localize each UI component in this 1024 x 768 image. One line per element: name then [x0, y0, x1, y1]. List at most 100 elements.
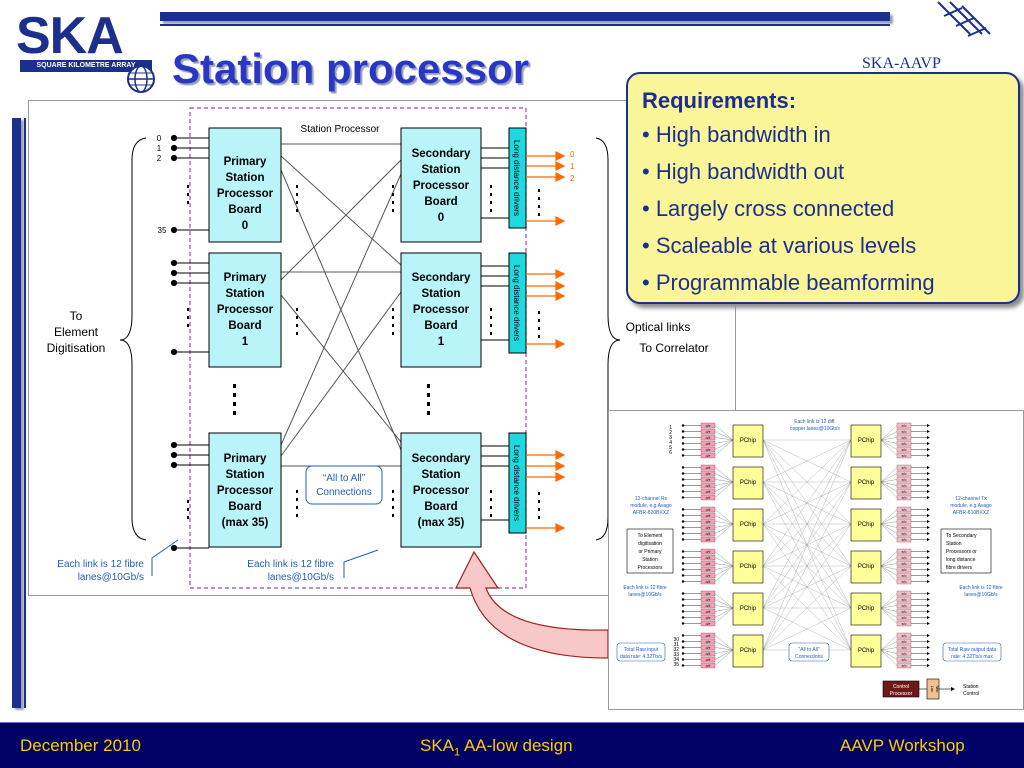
primary-board-max [208, 432, 282, 548]
input-port-label: 35 [158, 226, 167, 235]
driver-strip-0: Long distance drivers [508, 127, 527, 229]
inset-pchip [850, 424, 882, 458]
secondary-board-0-label: 0 [438, 212, 444, 224]
secondary-board-1-label: Processor [413, 304, 470, 316]
inset-rx-cell-label: o/e [706, 652, 711, 656]
all-to-all-label: “All to All” [323, 473, 365, 484]
inset-tx-link [880, 437, 898, 441]
output-port-label: 0 [570, 150, 575, 159]
inset-all-to-all-callout [788, 642, 830, 662]
inset-row-number: 6 [669, 450, 672, 456]
inset-rx-cell-label: o/e [706, 556, 711, 560]
inset-row-number: 2 [669, 430, 672, 436]
inset-note-top: Each link is 12 diff. [794, 419, 836, 425]
inset-tx-link [880, 593, 898, 609]
driver-label: Long distance drivers [512, 445, 521, 521]
left-rule-thin [24, 118, 26, 708]
right-label: Optical links [626, 320, 691, 334]
inset-tx-link [880, 607, 898, 624]
inset-rx-link [714, 605, 734, 609]
inset-note-rx: module, e.g Avago [630, 503, 672, 509]
inset-control-label: Control [893, 684, 909, 690]
inset-pchip [732, 508, 764, 542]
inset-output-arrowhead [927, 520, 930, 523]
requirement-item: • Largely cross connected [642, 196, 895, 221]
inset-output-arrowhead [927, 436, 930, 439]
inset-rx-cell-label: o/e [706, 526, 711, 530]
inset-tx-link [880, 649, 898, 660]
inset-rx-link [714, 599, 734, 609]
inset-input-dot [681, 496, 685, 499]
secondary-board-max-label: Secondary [412, 453, 471, 465]
secondary-board-1-label: Board [424, 320, 457, 332]
inset-input-dot [681, 526, 685, 529]
primary-board-0-label: 0 [242, 220, 248, 232]
inset-rx-cell-label: o/e [706, 604, 711, 608]
inset-tx-cell-label: e/o [902, 454, 907, 458]
aavp-logo-text: SKA-AAVP [862, 55, 941, 72]
secondary-board-0-label: Processor [413, 180, 470, 192]
inset-note-link-right: lanes@10Gb/s [964, 592, 998, 598]
secondary-board-1-label: Station [422, 288, 461, 300]
inset-lan-label: Ntfc [935, 685, 940, 692]
ska-logo-subtitle: SQUARE KILOMETRE ARRAY [20, 60, 152, 72]
inset-input-dot [681, 640, 685, 643]
inset-tx-cell-label: e/o [902, 574, 907, 578]
inset-pchip-label: PChip [858, 438, 875, 444]
input-port-label: 0 [157, 134, 162, 143]
inset-input-dot [681, 508, 685, 511]
inset-rx-link [714, 521, 734, 525]
inset-tx-cell-label: e/o [902, 472, 907, 476]
secondary-board-0-label: Board [424, 196, 457, 208]
inset-note-to-secondary: To Secondary [946, 533, 977, 539]
inset-tx-link [880, 551, 898, 567]
driver-label: Long distance drivers [512, 140, 521, 216]
inset-cross-wire [762, 607, 852, 651]
link-note-mid: lanes@10Gb/s [268, 572, 334, 583]
inset-row-number: 32 [673, 647, 679, 653]
driver-label: Long distance drivers [512, 265, 521, 341]
inset-input-dot [681, 658, 685, 661]
inset-output-arrowhead [927, 622, 930, 625]
requirements-title: Requirements: [642, 88, 797, 113]
inset-pchip [850, 634, 882, 668]
inset-rx-link [714, 649, 734, 654]
primary-board-max-label: Processor [217, 485, 274, 497]
inset-input-dot [681, 442, 685, 445]
station-processor-label: Station Processor [301, 124, 381, 135]
requirement-item: • Programmable beamforming [642, 270, 935, 295]
ellipsis-dots [187, 185, 540, 519]
inset-rx-link [714, 515, 734, 525]
inset-cross-wire [762, 523, 852, 651]
secondary-board-max-label: (max 35) [418, 517, 465, 529]
inset-output-arrowhead [927, 562, 930, 565]
inset-note-top: copper lanes@10Gb/s [790, 426, 840, 432]
inset-output-arrowhead [927, 634, 930, 637]
inset-note-link-left: lanes@10Gb/s [628, 592, 662, 598]
inset-input-dot [681, 610, 685, 613]
inset-pchip-label: PChip [740, 648, 757, 654]
inset-output-arrowhead [927, 478, 930, 481]
inset-output-arrowhead [927, 550, 930, 553]
inset-tx-cell-label: e/o [902, 604, 907, 608]
inset-input-dot [681, 568, 685, 571]
inset-rx-cell-label: o/e [706, 484, 711, 488]
ska-logo-letters: SKA [16, 7, 124, 65]
inset-output-arrowhead [927, 424, 930, 427]
inset-tx-link [880, 607, 898, 618]
inset-rx-cell-label: o/e [706, 646, 711, 650]
inset-input-dot [681, 436, 685, 439]
inset-rx-link [714, 647, 734, 651]
inset-rx-cell-label: o/e [706, 664, 711, 668]
inset-tx-cell-label: e/o [902, 550, 907, 554]
inset-note-raw-output: Total Raw output data [948, 647, 997, 653]
inset-input-dot [681, 466, 685, 469]
inset-output-arrowhead [927, 466, 930, 469]
inset-tx-link [880, 649, 898, 654]
requirement-item: • High bandwidth out [642, 159, 845, 184]
driver-strip-1: Long distance drivers [508, 252, 527, 354]
inset-input-dot [681, 652, 685, 655]
inset-rx-cell-label: o/e [706, 568, 711, 572]
inset-rx-cell-label: o/e [706, 640, 711, 644]
